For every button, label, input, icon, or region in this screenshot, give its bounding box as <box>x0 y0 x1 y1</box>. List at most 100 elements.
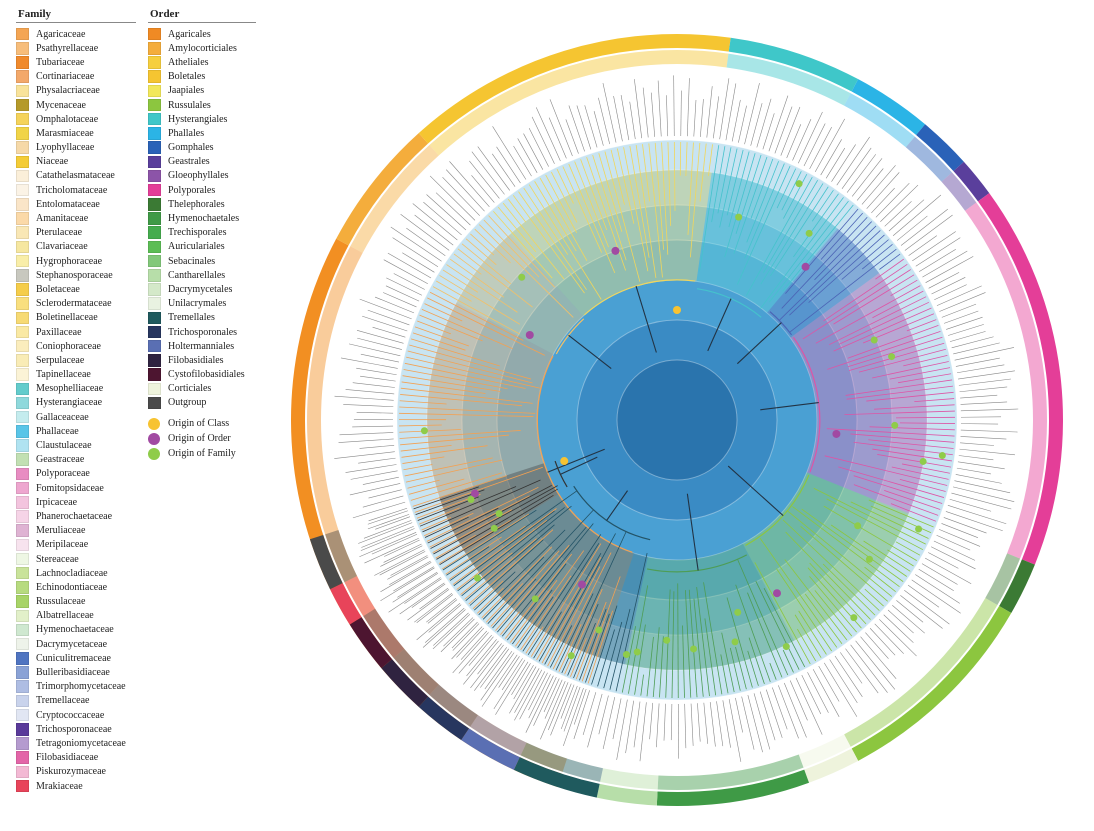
order-legend-item: Geastrales <box>148 155 256 169</box>
family-legend-swatch <box>16 56 29 69</box>
family-legend-label: Echinodontiaceae <box>36 582 107 593</box>
family-legend-item: Amanitaceae <box>16 211 136 225</box>
order-legend-item: Agaricales <box>148 27 256 41</box>
family-legend-label: Cryptococcaceae <box>36 710 104 721</box>
origin-legend-item: Origin of Class <box>148 416 256 431</box>
order-legend-label: Cantharellales <box>168 270 225 281</box>
order-legend-item: Outgroup <box>148 396 256 410</box>
origin-marker <box>866 556 873 563</box>
family-legend-item: Catathelasmataceae <box>16 169 136 183</box>
family-legend-item: Echinodontiaceae <box>16 580 136 594</box>
family-legend-swatch <box>16 198 29 211</box>
family-legend-label: Amanitaceae <box>36 213 88 224</box>
family-legend-swatch <box>16 255 29 268</box>
order-legend-swatch <box>148 312 161 325</box>
family-legend-label: Irpicaceae <box>36 497 77 508</box>
family-legend-item: Coniophoraceae <box>16 339 136 353</box>
family-legend-swatch <box>16 539 29 552</box>
family-legend-item: Trichosporonaceae <box>16 722 136 736</box>
family-legend-item: Russulaceae <box>16 595 136 609</box>
order-legend-item: Filobasidiales <box>148 353 256 367</box>
order-legend-item: Gloeophyllales <box>148 169 256 183</box>
order-legend-item: Phallales <box>148 126 256 140</box>
family-legend-label: Coniophoraceae <box>36 341 101 352</box>
origin-marker <box>468 496 475 503</box>
family-legend-swatch <box>16 468 29 481</box>
order-legend-swatch <box>148 269 161 282</box>
origin-marker <box>796 180 803 187</box>
family-legend-swatch <box>16 28 29 41</box>
origin-marker <box>888 353 895 360</box>
order-legend-item: Boletales <box>148 70 256 84</box>
family-legend-swatch <box>16 524 29 537</box>
order-legend-label: Unilacrymales <box>168 298 226 309</box>
origin-marker <box>595 627 602 634</box>
family-legend-label: Boletaceae <box>36 284 80 295</box>
family-legend-label: Hymenochaetaceae <box>36 624 114 635</box>
order-legend-swatch <box>148 56 161 69</box>
family-legend-item: Physalacriaceae <box>16 84 136 98</box>
family-legend-item: Fomitopsidaceae <box>16 481 136 495</box>
family-legend-swatch <box>16 780 29 793</box>
family-legend-swatch <box>16 397 29 410</box>
order-legend-item: Amylocorticiales <box>148 41 256 55</box>
family-legend-label: Cuniculitremaceae <box>36 653 111 664</box>
order-legend-swatch <box>148 28 161 41</box>
order-legend-item: Holtermanniales <box>148 339 256 353</box>
order-legend-swatch <box>148 226 161 239</box>
family-legend-swatch <box>16 354 29 367</box>
family-legend-item: Stephanosporaceae <box>16 268 136 282</box>
family-legend-swatch <box>16 766 29 779</box>
order-legend-item: Cantharellales <box>148 268 256 282</box>
order-legend-label: Holtermanniales <box>168 341 234 352</box>
order-legend-label: Dacrymycetales <box>168 284 232 295</box>
family-legend-swatch <box>16 510 29 523</box>
family-legend-swatch <box>16 212 29 225</box>
family-legend-label: Omphalotaceae <box>36 114 98 125</box>
family-legend-label: Fomitopsidaceae <box>36 483 104 494</box>
origin-marker <box>850 614 857 621</box>
order-legend-label: Trechisporales <box>168 227 227 238</box>
family-legend-swatch <box>16 42 29 55</box>
origin-legend-label: Origin of Family <box>168 448 236 459</box>
origin-legend-item: Origin of Order <box>148 431 256 446</box>
family-legend-label: Dacrymycetaceae <box>36 639 107 650</box>
origin-marker <box>939 452 946 459</box>
family-legend-item: Filobasidiaceae <box>16 751 136 765</box>
origin-marker <box>735 214 742 221</box>
family-legend-item: Stereaceae <box>16 552 136 566</box>
family-legend-label: Albatrellaceae <box>36 610 94 621</box>
origin-marker <box>773 589 781 597</box>
family-legend-swatch <box>16 312 29 325</box>
order-legend-item: Unilacrymales <box>148 297 256 311</box>
family-legend-item: Meripilaceae <box>16 538 136 552</box>
family-legend-swatch <box>16 70 29 83</box>
family-legend-item: Tricholomataceae <box>16 183 136 197</box>
family-legend-item: Trimorphomycetaceae <box>16 680 136 694</box>
family-legend-label: Agaricaceae <box>36 29 85 40</box>
family-legend-item: Tetragoniomycetaceae <box>16 736 136 750</box>
family-legend-swatch <box>16 680 29 693</box>
order-legend-label: Trichosporonales <box>168 327 237 338</box>
family-legend-label: Phallaceae <box>36 426 79 437</box>
origin-dot-icon <box>148 433 160 445</box>
origin-dot-icon <box>148 418 160 430</box>
family-legend-swatch <box>16 610 29 623</box>
order-legend-label: Agaricales <box>168 29 211 40</box>
origin-marker <box>421 427 428 434</box>
origin-marker <box>578 581 586 589</box>
family-legend-label: Gallaceaceae <box>36 412 89 423</box>
family-legend-label: Clavariaceae <box>36 241 88 252</box>
origin-marker <box>496 510 503 517</box>
origin-marker <box>623 651 630 658</box>
family-legend-item: Omphalotaceae <box>16 112 136 126</box>
family-legend-item: Boletinellaceae <box>16 311 136 325</box>
family-legend-swatch <box>16 383 29 396</box>
family-legend-label: Tetragoniomycetaceae <box>36 738 126 749</box>
order-legend-item: Gomphales <box>148 141 256 155</box>
origin-dot-icon <box>148 448 160 460</box>
order-legend-swatch <box>148 297 161 310</box>
origin-marker <box>915 526 922 533</box>
family-legend-item: Tremellaceae <box>16 694 136 708</box>
origin-marker <box>560 457 568 465</box>
